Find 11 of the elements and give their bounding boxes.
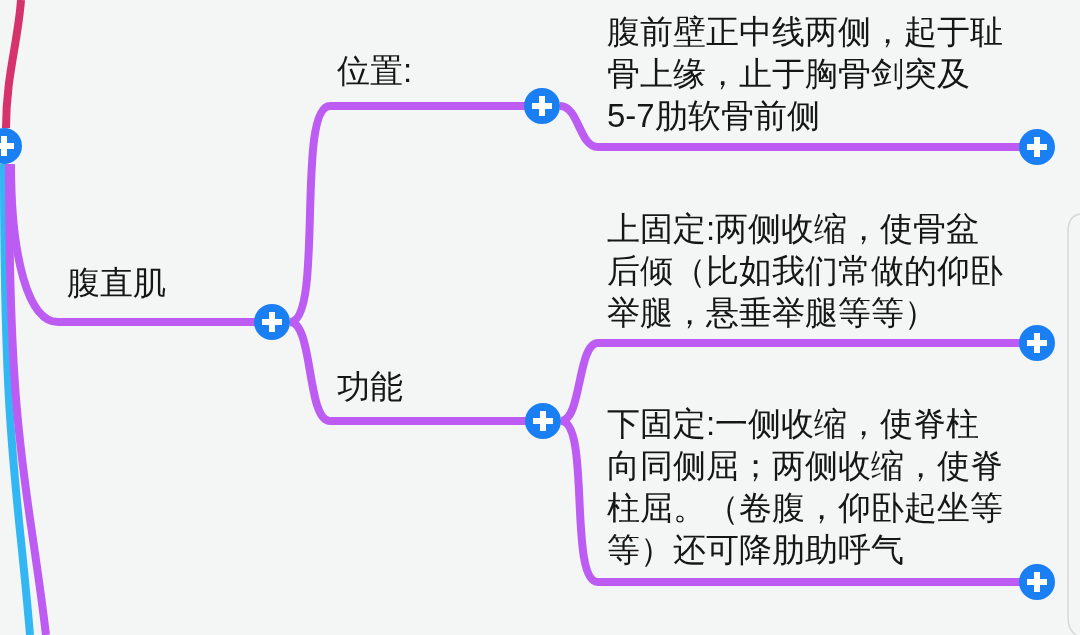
topic-text: 功能 [337,367,403,407]
branch-line [2,0,25,129]
branch-line [5,163,50,635]
topic-text: 腹直肌 [67,263,166,303]
plus-icon [0,128,22,164]
branch-line [0,164,34,635]
topic-text: 上固定:两侧收缩，使骨盆后倾（比如我们常做的仰卧举腿，悬垂举腿等等） [607,209,1004,333]
topic-text: 下固定:一侧收缩，使脊柱向同侧屈；两侧收缩，使脊柱屈。（卷腹，仰卧起坐等等）还可降肋助呼气 [607,404,1004,570]
topic-text: 位置: [337,51,413,91]
branch-line [559,102,599,151]
topic-text: 腹前壁正中线两侧，起于耻骨上缘，止于胸骨剑突及5-7肋软骨前侧 [607,12,1004,136]
